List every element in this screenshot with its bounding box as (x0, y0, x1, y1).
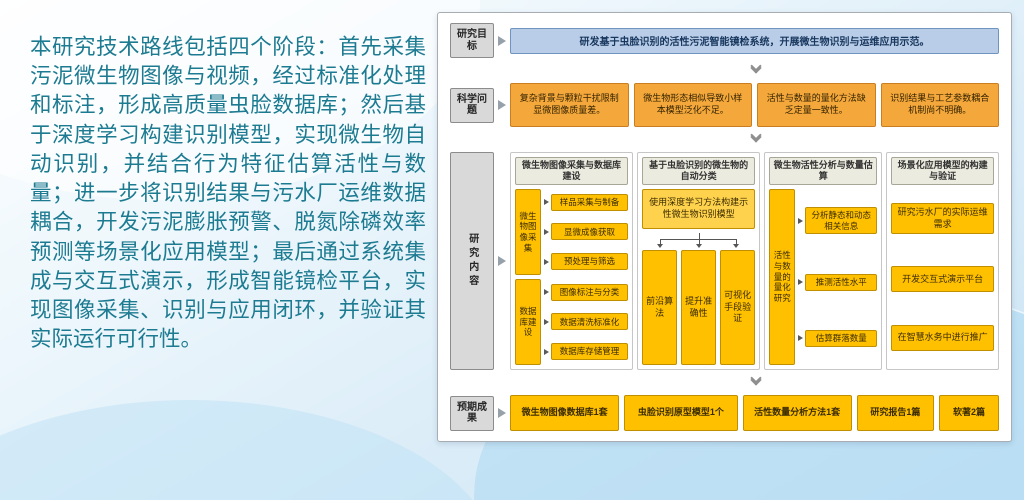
research-columns: 微生物图像采集与数据库建设 微生物图像采集 样品采集与制备 显微成像获取 (510, 152, 1000, 370)
quantification-items: 分析静态和动态相关信息 推测活性水平 估算群落数量 (798, 189, 878, 365)
problem-box: 复杂背景与颗粒干扰限制显微图像质量差。 (510, 83, 629, 127)
goal-content-box: 研发基于虫脸识别的活性污泥智能镜检系统，开展微生物识别与运维应用示范。 (510, 27, 999, 54)
step-box: 数据库存储管理 (551, 343, 629, 361)
sub-box: 可视化手段验证 (720, 250, 756, 365)
research-col-scenario-application: 场景化应用模型的构建与验证 研究污水厂的实际运维需求 开发交互式演示平台 在智慧… (886, 152, 1000, 370)
background-decoration-bottom-left (0, 400, 500, 500)
item-row: 预处理与筛选 (544, 253, 629, 271)
col1-header: 微生物图像采集与数据库建设 (515, 157, 629, 185)
problem-box: 活性与数量的量化方法缺乏定量一致性。 (757, 83, 876, 127)
results-row: 预期成果 微生物图像数据库1套 虫脸识别原型模型1个 活性数量分析方法1套 研究… (450, 395, 999, 431)
database-build-items: 图像标注与分类 数据清洗标准化 数据库存储管理 (544, 279, 629, 365)
flow-arrow-icon (544, 318, 549, 325)
right-arrow-icon (498, 100, 506, 110)
step-box: 样品采集与制备 (551, 193, 629, 211)
research-col-auto-classification: 基于虫脸识别的微生物的自动分类 使用深度学习方法构建示性微生物识别模型 前沿算法… (637, 152, 761, 370)
item-row: 分析静态和动态相关信息 (798, 207, 878, 235)
scenario-items: 研究污水厂的实际运维需求 开发交互式演示平台 在智慧水务中进行推广 (891, 189, 995, 365)
database-build-group: 数据库建设 图像标注与分类 数据清洗标准化 (515, 279, 629, 365)
step-box: 分析静态和动态相关信息 (805, 207, 878, 235)
flow-arrow-icon (798, 335, 804, 342)
flow-arrow-icon (544, 228, 549, 235)
image-capture-group-label: 微生物图像采集 (515, 189, 541, 275)
intro-paragraph: 本研究技术路线包括四个阶段：首先采集污泥微生物图像与视频，经过标准化处理和标注，… (30, 35, 426, 352)
quantification-group-label: 活性与数量的量化研究 (769, 189, 796, 365)
result-box: 虫脸识别原型模型1个 (624, 395, 738, 431)
sub-box: 前沿算法 (642, 250, 678, 365)
problem-box: 微生物形态相似导致小样本模型泛化不足。 (633, 83, 752, 127)
step-box: 开发交互式演示平台 (891, 266, 995, 293)
item-row: 图像标注与分类 (544, 283, 629, 301)
technical-route-diagram: 研究目标 研发基于虫脸识别的活性污泥智能镜检系统，开展微生物识别与运维应用示范。… (437, 12, 1012, 442)
connector-stem (698, 233, 700, 239)
research-col-activity-quantity: 微生物活性分析与数量估算 活性与数量的量化研究 分析静态和动态相关信息 推测活性… (764, 152, 883, 370)
col2-header: 基于虫脸识别的微生物的自动分类 (642, 157, 756, 185)
quantification-group: 活性与数量的量化研究 分析静态和动态相关信息 推测活性水平 (769, 189, 878, 365)
connector-drop (733, 239, 740, 248)
item-row: 数据清洗标准化 (544, 313, 629, 331)
down-double-chevron-icon (450, 59, 999, 77)
down-double-chevron-icon (450, 371, 999, 389)
step-box: 显微成像获取 (551, 223, 629, 241)
flow-arrow-icon (798, 279, 804, 286)
item-row: 估算群落数量 (798, 329, 878, 347)
results-strip: 微生物图像数据库1套 虫脸识别原型模型1个 活性数量分析方法1套 研究报告1篇 … (510, 395, 999, 431)
step-box: 估算群落数量 (805, 329, 878, 347)
flow-arrow-icon (798, 217, 804, 224)
connector-drop (657, 239, 664, 248)
results-row-label: 预期成果 (450, 395, 494, 431)
problems-strip: 复杂背景与颗粒干扰限制显微图像质量差。 微生物形态相似导致小样本模型泛化不足。 … (510, 83, 999, 127)
problems-row-label: 科学问题 (450, 87, 494, 123)
classification-sub-boxes: 前沿算法 提升准确性 可视化手段验证 (642, 250, 756, 365)
connector-drop (695, 239, 702, 248)
problems-row: 科学问题 复杂背景与颗粒干扰限制显微图像质量差。 微生物形态相似导致小样本模型泛… (450, 83, 999, 127)
result-box: 软著2篇 (938, 395, 999, 431)
image-capture-items: 样品采集与制备 显微成像获取 预处理与筛选 (544, 189, 629, 275)
right-arrow-wrap (498, 256, 506, 266)
result-box: 活性数量分析方法1套 (742, 395, 852, 431)
step-box: 图像标注与分类 (551, 283, 629, 301)
item-row: 样品采集与制备 (544, 193, 629, 211)
sub-box: 提升准确性 (681, 250, 717, 365)
goal-row-label: 研究目标 (450, 23, 494, 58)
goal-row: 研究目标 研发基于虫脸识别的活性污泥智能镜检系统，开展微生物识别与运维应用示范。 (450, 23, 999, 58)
image-capture-group: 微生物图像采集 样品采集与制备 显微成像获取 (515, 189, 629, 275)
item-row: 数据库存储管理 (544, 343, 629, 361)
result-box: 研究报告1篇 (856, 395, 934, 431)
research-row-label: 研究内容 (450, 152, 494, 370)
right-arrow-icon (498, 408, 506, 418)
col3-header: 微生物活性分析与数量估算 (769, 157, 878, 185)
flow-arrow-icon (544, 348, 549, 355)
deep-learning-model-box: 使用深度学习方法构建示性微生物识别模型 (642, 189, 756, 229)
step-box: 推测活性水平 (805, 273, 878, 291)
problem-box: 识别结果与工艺参数耦合机制尚不明确。 (880, 83, 999, 127)
step-box: 研究污水厂的实际运维需求 (891, 203, 995, 234)
step-box: 在智慧水务中进行推广 (891, 324, 995, 351)
down-double-chevron-icon (450, 128, 999, 146)
flow-arrow-icon (544, 199, 549, 206)
item-row: 推测活性水平 (798, 273, 878, 291)
flow-arrow-icon (544, 289, 549, 296)
right-arrow-icon (498, 35, 506, 46)
branch-connector-lines (642, 233, 755, 248)
research-col-image-database: 微生物图像采集与数据库建设 微生物图像采集 样品采集与制备 显微成像获取 (510, 152, 634, 370)
result-box: 微生物图像数据库1套 (510, 395, 620, 431)
database-build-group-label: 数据库建设 (515, 279, 541, 365)
item-row: 显微成像获取 (544, 223, 629, 241)
col4-header: 场景化应用模型的构建与验证 (891, 157, 995, 185)
right-arrow-icon (498, 256, 506, 266)
step-box: 预处理与筛选 (551, 253, 629, 271)
research-row: 研究内容 微生物图像采集与数据库建设 微生物图像采集 样品采集与制备 (450, 152, 1000, 370)
step-box: 数据清洗标准化 (551, 313, 629, 331)
flow-arrow-icon (544, 258, 549, 265)
